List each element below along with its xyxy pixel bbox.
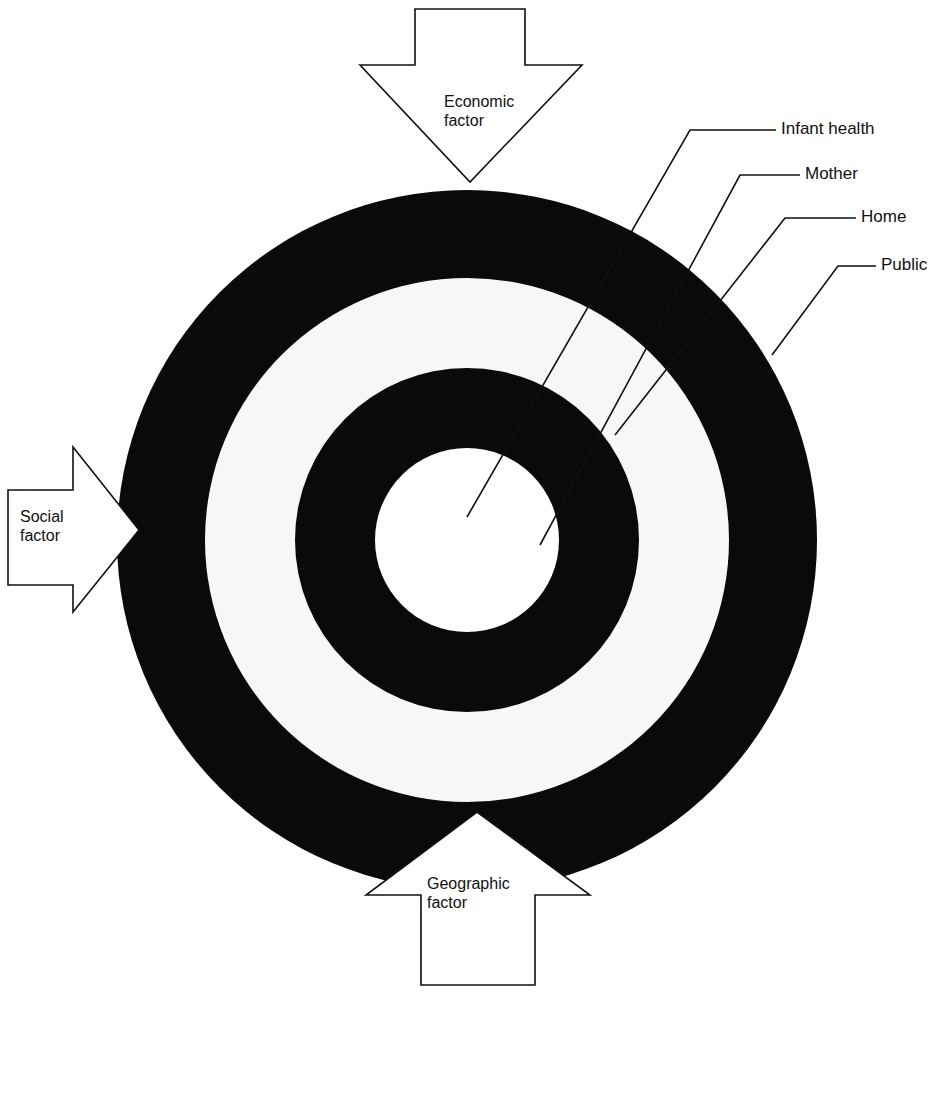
arrow-outline: [360, 9, 582, 182]
home-label: Home: [861, 207, 906, 227]
mother-label: Mother: [805, 164, 858, 184]
arrow-shape: [364, 811, 592, 987]
arrow-outline: [366, 812, 590, 985]
leader-line: [772, 266, 876, 355]
economic-arrow: Economic factor: [358, 8, 584, 184]
social-arrow: Social factor: [6, 445, 142, 614]
leader-line: [467, 130, 776, 517]
infant-health-label: Infant health: [781, 119, 875, 139]
arrow-outline: [8, 447, 139, 612]
public-ring: [117, 190, 817, 890]
arrow-label: Geographic factor: [427, 874, 519, 912]
infant-circle: [375, 448, 559, 632]
leader-line: [615, 218, 856, 435]
leader-line: [540, 175, 800, 545]
geographic-arrow: Geographic factor: [364, 811, 592, 987]
public-label: Public: [881, 255, 927, 275]
arrow-label: Social factor: [20, 507, 82, 545]
mother-ring: [295, 368, 639, 712]
home-ring: [205, 278, 729, 802]
arrow-label: Economic factor: [444, 92, 524, 130]
